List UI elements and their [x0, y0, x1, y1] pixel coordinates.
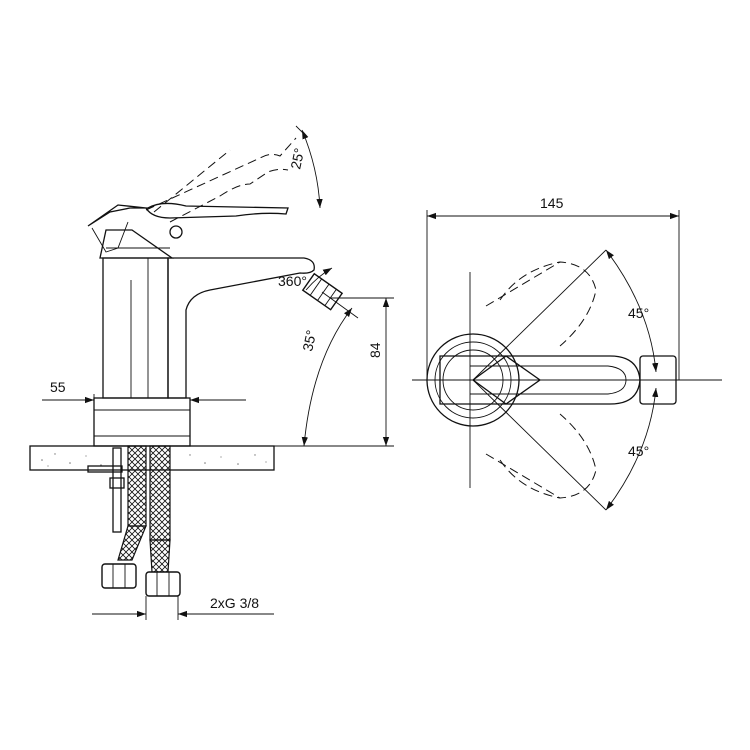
fixing-stud [112, 447, 122, 533]
label-angle-lower: 45° [628, 443, 649, 459]
label-connection: 2xG 3/8 [210, 595, 259, 611]
label-height: 84 [367, 342, 383, 358]
label-width: 145 [540, 195, 564, 211]
countertop-texture [41, 453, 267, 467]
label-base: 55 [50, 379, 66, 395]
base-ring [93, 397, 191, 447]
label-swivel: 360° [278, 273, 307, 289]
top-view: 45° 45° 145 [412, 195, 722, 511]
faucet-body [102, 257, 169, 399]
lever-raised [145, 137, 297, 211]
side-view: 25° 360° 35° 84 55 2xG 3/8 [29, 125, 394, 620]
spout [167, 257, 315, 399]
label-spout-angle: 35° [299, 329, 319, 353]
aerator [301, 272, 344, 311]
hex-nut-left [101, 563, 137, 589]
lever-closed [87, 202, 289, 227]
cartridge-cap [99, 229, 175, 259]
label-tilt-angle: 25° [287, 147, 307, 171]
hex-nut-right [145, 571, 181, 597]
hose-right [149, 445, 171, 541]
hose-left [127, 445, 147, 527]
label-angle-upper: 45° [628, 305, 649, 321]
